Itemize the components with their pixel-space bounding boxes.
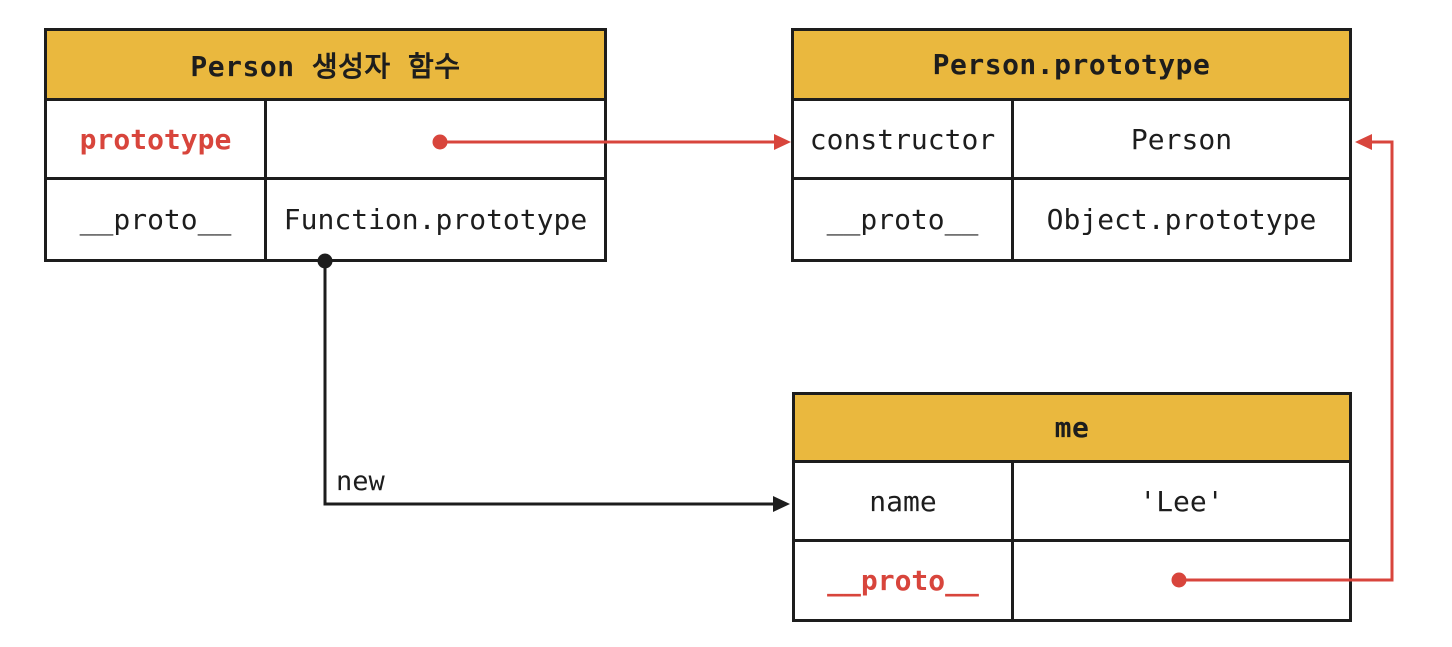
me-table-title: me xyxy=(795,395,1349,463)
person-constructor-table: Person 생성자 함수 prototype __proto__ Functi… xyxy=(44,28,607,262)
me-proto-value-cell xyxy=(1014,539,1349,619)
constructor-value-cell: Person xyxy=(1014,101,1349,177)
prototype-key-cell: prototype xyxy=(47,101,267,177)
name-value-cell: 'Lee' xyxy=(1014,463,1349,539)
person-prototype-table-title: Person.prototype xyxy=(794,31,1349,101)
person-prototype-table: Person.prototype constructor Person __pr… xyxy=(791,28,1352,262)
proto-value-cell: Object.prototype xyxy=(1014,177,1349,259)
ctor-proto-value-cell: Function.prototype xyxy=(267,177,604,259)
new-operator-label: new xyxy=(336,466,385,497)
person-constructor-table-title: Person 생성자 함수 xyxy=(47,31,604,101)
me-proto-arrowhead xyxy=(1355,134,1372,150)
proto-key-cell: __proto__ xyxy=(794,177,1014,259)
me-instance-table: me name 'Lee' __proto__ xyxy=(792,392,1352,622)
prototype-reference-arrowhead xyxy=(774,134,791,150)
new-instantiation-arrow xyxy=(317,253,790,512)
ctor-proto-key-cell: __proto__ xyxy=(47,177,267,259)
constructor-key-cell: constructor xyxy=(794,101,1014,177)
new-arrowhead xyxy=(773,496,790,512)
prototype-value-cell xyxy=(267,101,604,177)
new-arrow-line xyxy=(323,261,775,506)
me-proto-key-cell: __proto__ xyxy=(795,539,1014,619)
name-key-cell: name xyxy=(795,463,1014,539)
